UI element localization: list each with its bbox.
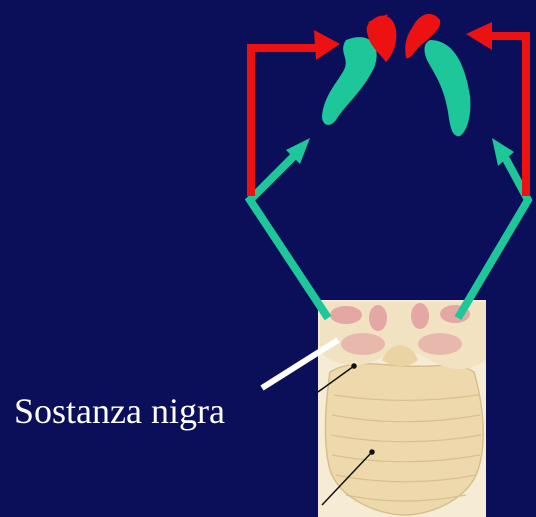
sostanza-nigra-label: Sostanza nigra [14,390,225,432]
pons-body [325,364,483,515]
brainstem-section [318,300,486,517]
